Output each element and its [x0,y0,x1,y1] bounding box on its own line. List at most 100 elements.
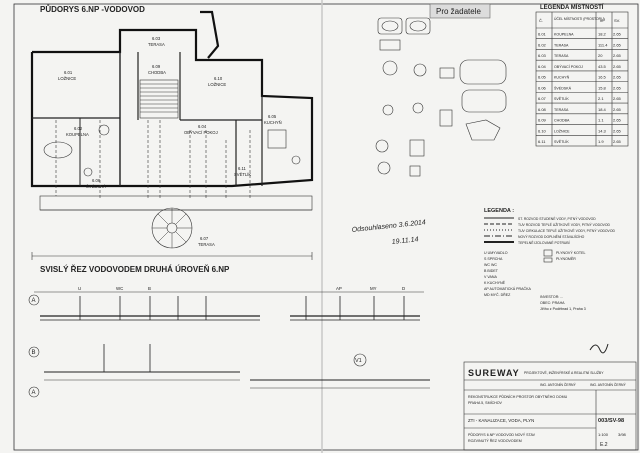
section-label-wc: WC [116,286,123,291]
drawing-date: 3/98 [618,432,627,437]
room-6-10: 6.10 [214,76,223,81]
legend-cell: 1.9 [598,139,604,144]
legend-cell: 6.03 [538,53,547,58]
address-stamp: INVESTOR: ... OBEC: PRAHA Jiřího z Poděb… [540,295,586,311]
legend-line-1: ST. ROZVOD STUDENÉ VODY, PITNÝ VODOVOD [518,216,596,221]
col-header-purpose: ÚČEL MÍSTNOSTI (PROSTORU) [554,16,605,21]
company-name: SUREWAY [468,368,520,378]
room-labels: 6.01 LOŽNICE 6.02 KOUPELNA 6.03 TERASA 6… [58,36,282,247]
spiral-stair [151,207,193,249]
legend-cell: LOŽNICE [554,128,570,133]
room-6-04-name: OBÝVACÍ POKOJ [184,130,218,135]
drawing-scale: 1:100 [598,432,609,437]
drawing-title-1: PŮDORYS 6.NP VODOVOD NOVÝ STAV [468,432,536,437]
legend-cell: 6.04 [538,64,547,69]
room-6-06: 6.06 [92,178,101,183]
legend-cell: 2.65 [613,96,622,101]
legend-cell: 18.2 [598,32,607,37]
legend-cell: 2.65 [613,42,622,47]
title-block: SUREWAY PROJEKTOVÉ, INŽENÝRSKÉ A REALITN… [463,361,637,451]
legend-cell: 111.4 [598,42,608,47]
legend-cell: 6.06 [538,85,547,90]
legend-line-4: NOVÝ ROZVOD DOPLNĚNÍ STÁVAJÍCÍHO [518,234,585,239]
section-label-ap: AP [336,286,342,291]
project-location: PRAHA 5, SMÍCHOV [468,401,503,405]
legend-cell: KOUPELNA [554,33,574,37]
wc [83,167,93,177]
legend-cell: SVĚTLÍK [554,139,569,144]
room-6-03: 6.03 [152,36,161,41]
legend-cell: 15.8 [598,85,607,90]
room-6-11: 6.11 [238,166,247,171]
legend-cell: 2.65 [613,53,622,58]
legend-cell: 2.65 [613,107,622,112]
room-6-10-name: LOŽNICE [208,82,226,87]
line-legend: LEGENDA : ST. ROZVOD STUDENÉ VODY, PITNÝ… [484,208,615,297]
room-6-09-name: CHODBA [148,70,166,75]
bathtub [43,141,73,159]
symbol-md: MD MYČ. DŘEZ [484,292,511,297]
legend-cell: 2.65 [613,64,622,69]
symbol-s: S SPRCHA [484,257,503,261]
project-name: REKONSTRUKCE PŮDNÍCH PROSTOR OBYTNÉHO DO… [468,394,568,399]
symbol-v: V VANA [484,275,498,279]
legend-cell: KUCHYŇ [554,76,570,80]
legend-line-2: TUV ROZVOD TEPLÉ UŽITKOVÉ VODY, PITNÝ VO… [518,222,611,227]
legend-cell: 6.01 [538,32,547,37]
legend-cell: 1.1 [598,118,604,123]
legend-cell: TERASA [554,54,569,58]
legend-line-5: TEPELNĚ IZOLOVANÉ POTRUBÍ [518,240,570,245]
address-line-1: INVESTOR: ... [540,295,563,299]
drawing-title-2: ROZVINUTÝ ŘEZ VODOVODEM [468,438,522,443]
legend-cell: 6.07 [538,96,547,101]
room-6-11-name: SVĚTLÍK [234,172,251,177]
section-label-b: B [148,286,151,291]
address-line-2: OBEC: PRAHA [540,301,565,305]
legend-cell: 14.3 [598,128,607,133]
room-6-02: 6.02 [74,126,83,131]
symbol-k: K KUCHYNĚ [484,280,506,285]
washbasin [98,124,110,136]
legend-cell: 2.65 [613,32,622,37]
shower [267,129,287,149]
room-6-01: 6.01 [64,70,73,75]
legend-cell: 2.1 [598,96,604,101]
sheet-border [13,3,639,451]
drawing-part: ZTI - KANALIZACE, VODA, PLYN [468,418,534,423]
section-marker-a-top: A [32,298,36,304]
drawing-number: 003/SV-98 [598,418,624,424]
section-title: SVISLÝ ŘEZ VODOVODEM DRUHÁ ÚROVEŇ 6.NP [40,265,230,274]
col-header-area: m² [600,18,605,23]
room-6-01-name: LOŽNICE [58,76,76,81]
legend-cell: 6.08 [538,107,547,112]
legend-cell: 6.11 [538,139,546,144]
legend-cell: 16.5 [598,75,607,80]
plan-title: PŮDORYS 6.NP -VODOVOD [40,4,145,14]
designer-1: ING. ANTONÍN ČERNÝ [540,382,576,387]
legend-cell: 20 [598,53,603,58]
symbol-ap: AP AUTOMATICKÁ PRAČKA [484,286,532,291]
room-6-04: 6.04 [198,124,207,129]
legend-cell: OBÝVACÍ POKOJ [554,65,583,69]
legend-cell: 2.65 [613,118,622,123]
legend-title: LEGENDA : [484,208,514,214]
legend-line-3: TUV CIRKULACE TEPLÉ UŽITKOVÉ VODY, PITNÝ… [518,228,615,233]
legend-cell: 6.10 [538,128,547,133]
floor-plan [30,10,314,260]
legend-cell: 6.09 [538,118,547,123]
sink [291,155,301,165]
fixture-symbols [375,17,507,177]
symbol-u: U UMYVADLO [484,251,508,255]
room-6-09: 6.09 [152,64,161,69]
vertical-section: A U WC B AP MY D B [28,286,430,398]
section-label-my: MY [370,286,377,291]
stamp-text: Pro žadatele [436,7,481,16]
section-marker-v1: V1 [355,358,362,364]
legend-cell: 18.4 [598,107,607,112]
stair-terrace-label: TERASA [198,242,215,247]
company-subtitle: PROJEKTOVÉ, INŽENÝRSKÉ A REALITNÍ SLUŽBY [524,370,604,375]
legend-cell: SVĚTLÍK [554,96,569,101]
